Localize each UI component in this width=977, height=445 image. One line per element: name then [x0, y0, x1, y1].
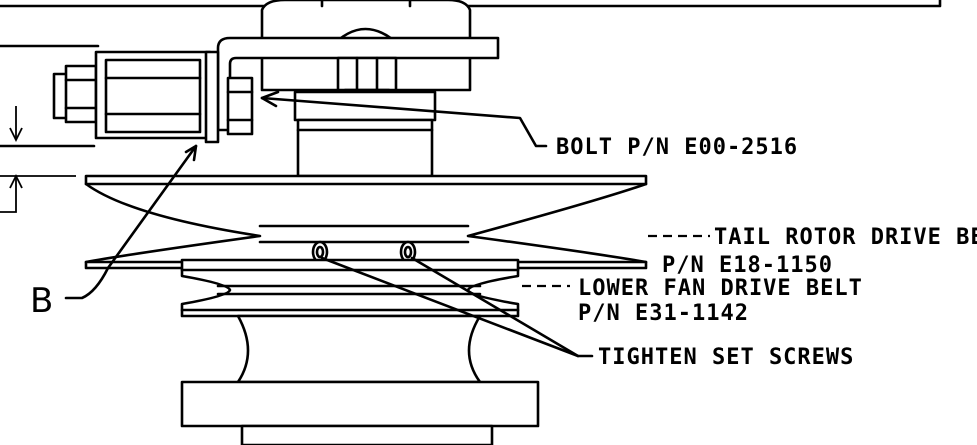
lower-fan-belt-part-number: P/N E31-1142	[578, 301, 749, 326]
upper-v-pulley	[84, 174, 648, 270]
set-screws-callout: TIGHTEN SET SCREWS	[598, 345, 854, 370]
bolt-callout: BOLT P/N E00-2516	[556, 135, 798, 160]
leader-lines	[64, 90, 710, 358]
upper-housing-outline	[0, 0, 942, 8]
tail-rotor-belt-part-number: P/N E18-1150	[662, 253, 833, 278]
detail-b-label: B	[30, 281, 53, 321]
tensioner-block	[0, 44, 254, 148]
lower-barrel	[180, 314, 540, 445]
upper-shaft-spacer	[293, 90, 437, 178]
lower-fan-belt-callout: LOWER FAN DRIVE BELT	[578, 276, 863, 301]
dimension-marks	[0, 106, 76, 213]
tail-rotor-belt-callout: TAIL ROTOR DRIVE BELT	[714, 225, 977, 250]
